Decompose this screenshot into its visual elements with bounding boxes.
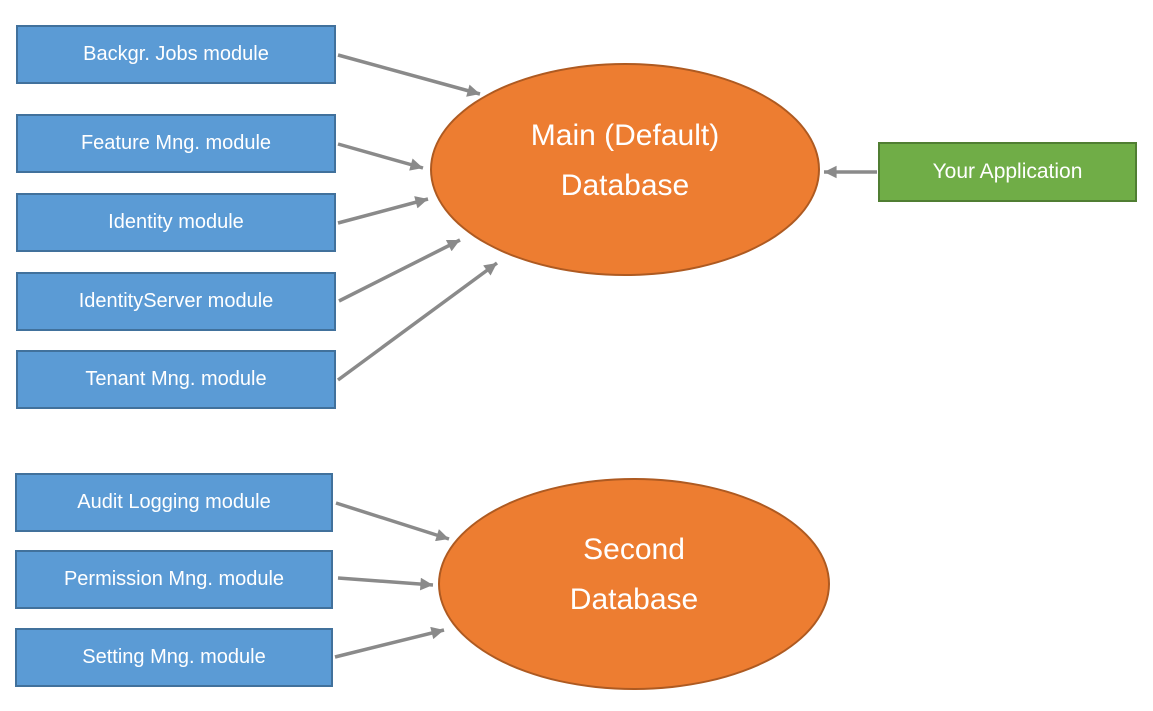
second-database-label-line2: Database — [569, 583, 699, 616]
arrow-permission-mng-to-second-db — [337, 576, 434, 591]
your-application-box: Your Application — [878, 142, 1137, 202]
second-database-label: Second Database — [570, 525, 698, 625]
arrow-feature-mng-to-main-db — [337, 142, 424, 171]
module-box-identityserver: IdentityServer module — [16, 272, 336, 331]
arrow-setting-mng-to-second-db — [334, 626, 445, 659]
module-box-permission-mng: Permission Mng. module — [15, 550, 333, 609]
arrow-audit-logging-to-second-db — [335, 501, 450, 542]
module-box-identity: Identity module — [16, 193, 336, 252]
module-box-setting-mng: Setting Mng. module — [15, 628, 333, 687]
arrow-identity-to-main-db — [337, 196, 429, 225]
main-database-label-line1: Main (Default) — [530, 118, 720, 152]
module-box-feature-mng: Feature Mng. module — [16, 114, 336, 173]
arrow-identityserver-to-main-db — [338, 238, 461, 303]
main-database-ellipse: Main (Default) Database — [430, 63, 820, 276]
module-box-tenant-mng: Tenant Mng. module — [16, 350, 336, 409]
main-database-label: Main (Default) Database — [531, 111, 719, 211]
second-database-ellipse: Second Database — [438, 478, 830, 690]
arrow-backgr-jobs-to-main-db — [337, 53, 481, 97]
arrow-tenant-mng-to-main-db — [336, 261, 499, 382]
second-database-label-line1: Second — [583, 533, 685, 566]
module-box-backgr-jobs: Backgr. Jobs module — [16, 25, 336, 84]
main-database-label-line2: Database — [560, 168, 690, 202]
module-box-audit-logging: Audit Logging module — [15, 473, 333, 532]
